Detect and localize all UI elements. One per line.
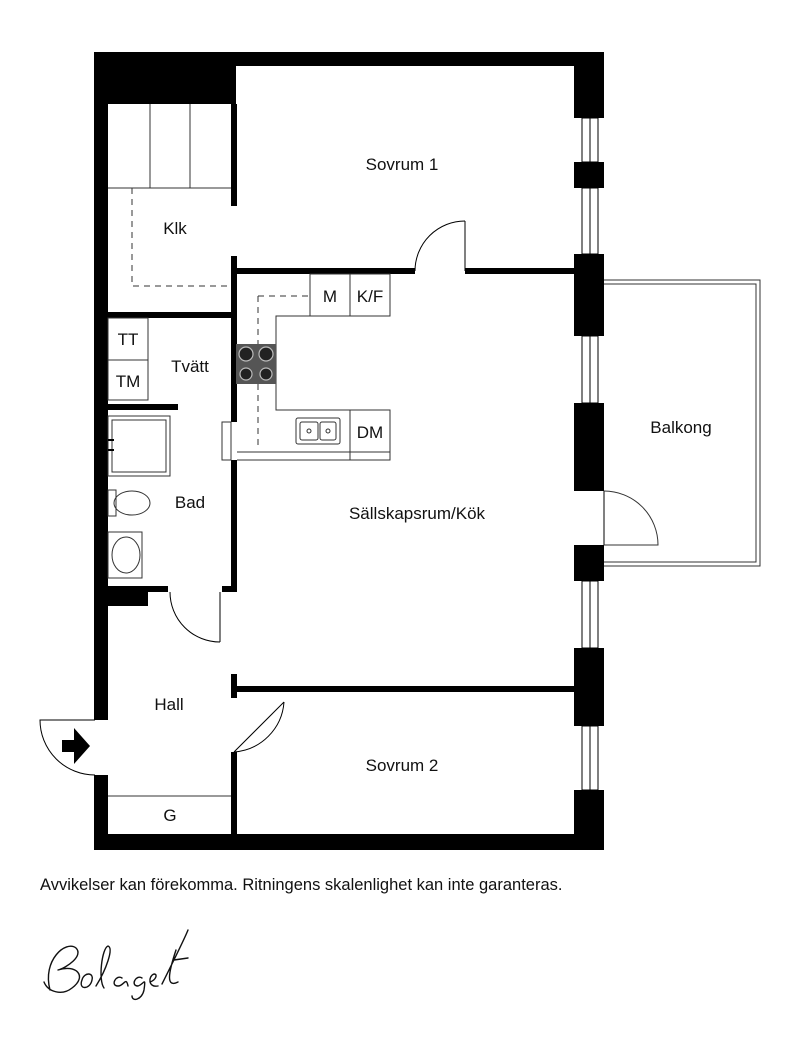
room-label-tvatt: Tvätt xyxy=(171,357,209,376)
floor-plan: Sovrum 1 Klk M K/F TT TM Tvätt DM Balkon… xyxy=(39,52,761,850)
appliance-label-tm: TM xyxy=(116,372,141,391)
windows xyxy=(581,117,599,791)
entrance-door xyxy=(39,719,96,776)
bolaget-logo xyxy=(43,929,189,1001)
room-label-klk: Klk xyxy=(163,219,187,238)
room-label-sallskapsrum: Sällskapsrum/Kök xyxy=(349,504,486,523)
appliance-label-tt: TT xyxy=(118,330,139,349)
appliance-label-kf: K/F xyxy=(357,287,383,306)
room-label-sovrum2: Sovrum 2 xyxy=(366,756,439,775)
closet-fixtures xyxy=(108,104,231,287)
balcony xyxy=(603,279,761,567)
interior-walls xyxy=(108,104,575,836)
bathroom-fixtures xyxy=(107,415,171,579)
door-bad xyxy=(169,591,221,643)
appliance-label-m: M xyxy=(323,287,337,306)
room-label-sovrum1: Sovrum 1 xyxy=(366,155,439,174)
laundry-machines xyxy=(107,317,149,401)
appliance-label-dm: DM xyxy=(357,423,383,442)
stove xyxy=(236,344,276,384)
room-label-bad: Bad xyxy=(175,493,205,512)
kitchen-counters xyxy=(221,273,391,461)
door-sovrum1 xyxy=(414,220,466,272)
exterior-walls xyxy=(94,52,604,850)
room-label-hall: Hall xyxy=(154,695,183,714)
room-label-g: G xyxy=(163,806,176,825)
room-label-balkong: Balkong xyxy=(650,418,711,437)
door-sovrum2 xyxy=(233,701,285,753)
disclaimer-text: Avvikelser kan förekomma. Ritningens ska… xyxy=(40,876,563,894)
